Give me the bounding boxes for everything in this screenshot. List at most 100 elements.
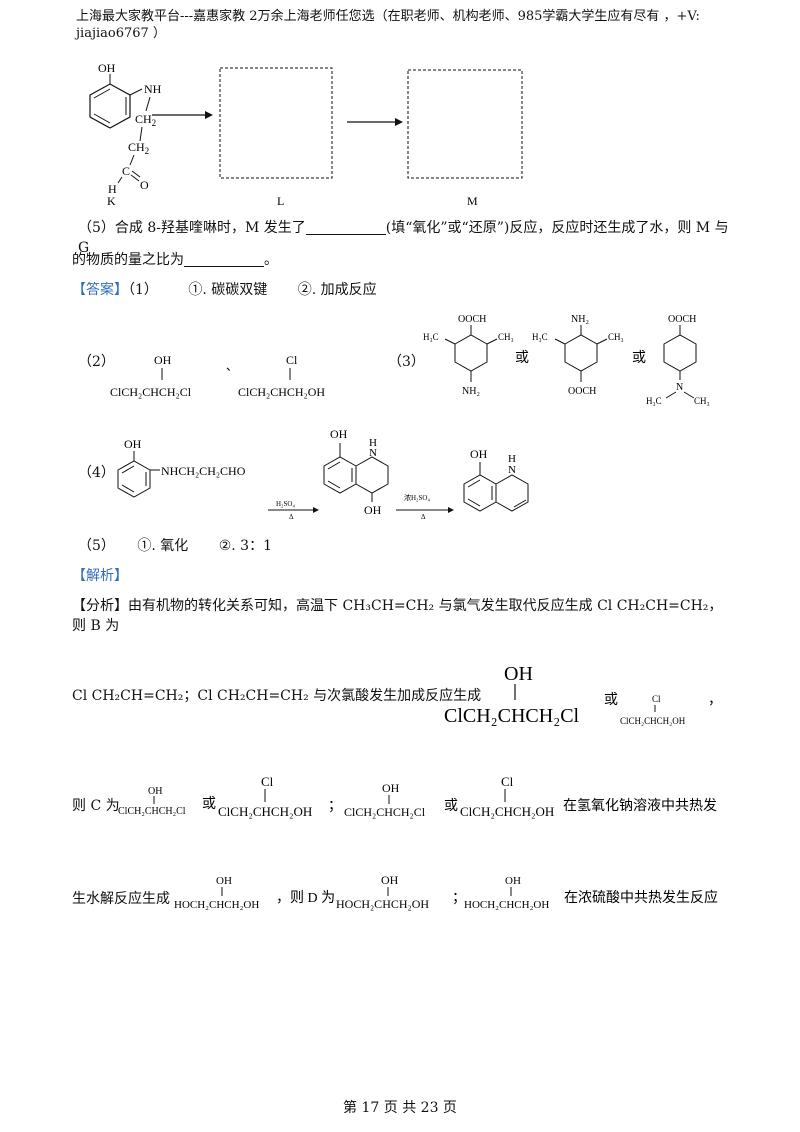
reaction-scheme-klm: OH NH CH2 CH2 C H O K L M <box>89 61 523 208</box>
svg-text:；: ； <box>452 891 466 906</box>
svg-text:Cl: Cl <box>261 774 274 789</box>
svg-text:H₃C: H₃C <box>423 332 439 342</box>
header-line-1: 上海最大家教平台---嘉惠家教 2万余上海老师任您选（在职老师、机构老师、985… <box>76 9 700 24</box>
label-m: M <box>467 194 478 208</box>
svg-text:OOCH: OOCH <box>668 314 696 325</box>
k-ch2-b: CH2 <box>128 140 149 156</box>
analysis-line-2: Cl CH₂CH=CH₂；Cl CH₂CH=CH₂ 与次氯酸发生加成反应生成 <box>72 688 482 704</box>
k-c: C <box>122 164 130 178</box>
k-h: H <box>108 182 117 196</box>
svg-text:CH₃: CH₃ <box>608 332 624 342</box>
svg-text:Cl: Cl <box>286 353 298 367</box>
svg-text:OH: OH <box>505 875 521 887</box>
svg-text:N: N <box>676 382 683 393</box>
analysis-line-2-formulas: OH ClCH₂CHCH₂Cl 或 Cl ClCH₂CHCH₂OH ， <box>444 663 722 727</box>
structure-4-mid: OH H N OH <box>323 427 389 517</box>
k-o: O <box>140 178 149 192</box>
answer-2-label: （2） <box>78 354 115 370</box>
svg-text:CH₃: CH₃ <box>498 332 514 342</box>
svg-text:在氢氧化钠溶液中共热发: 在氢氧化钠溶液中共热发 <box>563 798 717 814</box>
blank-2[interactable] <box>184 252 264 267</box>
svg-text:NH₂: NH₂ <box>462 386 480 397</box>
k-ch2-a: CH2 <box>135 112 156 128</box>
analysis-line-1: 【分析】由有机物的转化关系可知，高温下 CH₃CH=CH₂ 与氯气发生取代反应生… <box>72 598 723 634</box>
svg-text:CH₃: CH₃ <box>694 396 710 406</box>
analysis-line-3-start: 则 C 为 <box>72 798 120 814</box>
k-nh: NH <box>144 82 162 96</box>
formula-big-clch2chch2cl: ClCH₂CHCH₂Cl <box>444 705 580 727</box>
svg-text:ClCH₂CHCH₂Cl: ClCH₂CHCH₂Cl <box>118 806 186 817</box>
svg-text:，则 D 为: ，则 D 为 <box>276 890 335 906</box>
svg-text:HOCH₂CHCH₂OH: HOCH₂CHCH₂OH <box>464 899 549 911</box>
svg-text:H₃C: H₃C <box>646 396 662 406</box>
structure-4-start: OH NHCH₂CH₂CHO <box>117 437 246 498</box>
answer-4-label: （4） <box>78 465 115 481</box>
formula-nhch2ch2cho: NHCH₂CH₂CHO <box>161 464 246 478</box>
svg-text:ClCH₂CHCH₂OH: ClCH₂CHCH₂OH <box>620 716 686 726</box>
svg-text:H₂SO₄: H₂SO₄ <box>276 500 295 508</box>
svg-text:Δ: Δ <box>421 513 426 521</box>
structure-3c: OOCH N H₃C CH₃ <box>646 314 710 406</box>
svg-text:、: 、 <box>226 359 238 373</box>
answer-3-structures: OOCH H₃C CH₃ NH₂ 或 NH₂ H₃C CH₃ OOCH 或 OO… <box>423 314 710 406</box>
svg-text:或: 或 <box>632 350 646 366</box>
svg-text:OOCH: OOCH <box>568 386 596 397</box>
svg-text:Δ: Δ <box>289 513 294 521</box>
box-l <box>219 67 333 179</box>
molecule-k: OH NH CH2 CH2 C H O <box>89 61 162 196</box>
answer-4-scheme: OH NHCH₂CH₂CHO H₂SO₄ Δ OH H N OH 浓H₂SO₄ … <box>117 427 529 521</box>
svg-text:或: 或 <box>604 692 618 708</box>
svg-text:OH: OH <box>148 786 162 797</box>
structure-3a: OOCH H₃C CH₃ NH₂ <box>423 314 514 397</box>
svg-text:浓H₂SO₄: 浓H₂SO₄ <box>404 493 430 502</box>
answer-tag: 【答案】 <box>72 282 128 298</box>
formula-clch2chch2cl: ClCH₂CHCH₂Cl <box>110 385 192 399</box>
svg-text:N: N <box>508 464 516 476</box>
blank-1[interactable] <box>305 220 386 235</box>
svg-text:HOCH₂CHCH₂OH: HOCH₂CHCH₂OH <box>336 897 429 911</box>
svg-text:OH: OH <box>470 447 488 461</box>
svg-text:ClCH₂CHCH₂OH: ClCH₂CHCH₂OH <box>460 804 554 819</box>
svg-text:在浓硫酸中共热发生反应: 在浓硫酸中共热发生反应 <box>564 889 718 906</box>
svg-text:OH: OH <box>504 663 533 685</box>
k-oh: OH <box>98 61 116 75</box>
svg-text:H₃C: H₃C <box>532 332 548 342</box>
svg-text:ClCH₂CHCH₂OH: ClCH₂CHCH₂OH <box>218 804 312 819</box>
formula-clch2chch2oh: ClCH₂CHCH₂OH <box>238 385 325 399</box>
svg-text:或: 或 <box>202 796 216 812</box>
svg-text:OH: OH <box>382 781 400 795</box>
structure-3b: NH₂ H₃C CH₃ OOCH <box>532 314 624 397</box>
analysis-line-4-start: 生水解反应生成 <box>72 891 170 907</box>
answer-2-structures: OH ClCH₂CHCH₂Cl 、 Cl ClCH₂CHCH₂OH <box>110 353 325 399</box>
svg-text:H: H <box>508 453 516 465</box>
svg-text:，: ， <box>708 693 722 708</box>
question-5-line-1: （5）合成 8-羟基喹啉时，M 发生了(填“氧化”或“还原”)反应，反应时还生成… <box>78 220 729 256</box>
page-header: 上海最大家教平台---嘉惠家教 2万余上海老师任您选（在职老师、机构老师、985… <box>76 8 736 42</box>
analysis-line-3-formulas: OH ClCH₂CHCH₂Cl 或 Cl ClCH₂CHCH₂OH ； OH C… <box>118 774 717 819</box>
svg-text:OH: OH <box>364 503 382 517</box>
svg-text:OH: OH <box>381 873 399 887</box>
header-line-2: jiajiao6767 ） <box>76 26 166 41</box>
box-m <box>407 69 523 179</box>
label-k: K <box>107 194 116 208</box>
question-5-line-2: 的物质的量之比为。 <box>72 252 278 268</box>
svg-text:NH₂: NH₂ <box>571 314 589 325</box>
analysis-tag: 【解析】 <box>72 568 128 584</box>
svg-text:Cl: Cl <box>652 694 661 704</box>
svg-text:；: ； <box>328 799 342 814</box>
svg-text:ClCH₂CHCH₂Cl: ClCH₂CHCH₂Cl <box>344 805 426 819</box>
answer-3-label: （3） <box>388 354 425 370</box>
svg-text:N: N <box>369 447 377 459</box>
svg-text:OH: OH <box>216 875 232 887</box>
answer-1: 【答案】（1） ①. 碳碳双键 ②. 加成反应 <box>72 282 377 298</box>
svg-text:OH: OH <box>124 437 142 451</box>
svg-text:OH: OH <box>154 353 172 367</box>
svg-text:OH: OH <box>330 427 348 441</box>
svg-text:OOCH: OOCH <box>458 314 486 325</box>
svg-text:或: 或 <box>515 350 529 366</box>
svg-text:或: 或 <box>444 798 458 814</box>
page-footer: 第 17 页 共 23 页 <box>343 1100 457 1116</box>
svg-text:HOCH₂CHCH₂OH: HOCH₂CHCH₂OH <box>174 899 259 911</box>
svg-text:H: H <box>369 437 377 449</box>
label-l: L <box>277 194 284 208</box>
